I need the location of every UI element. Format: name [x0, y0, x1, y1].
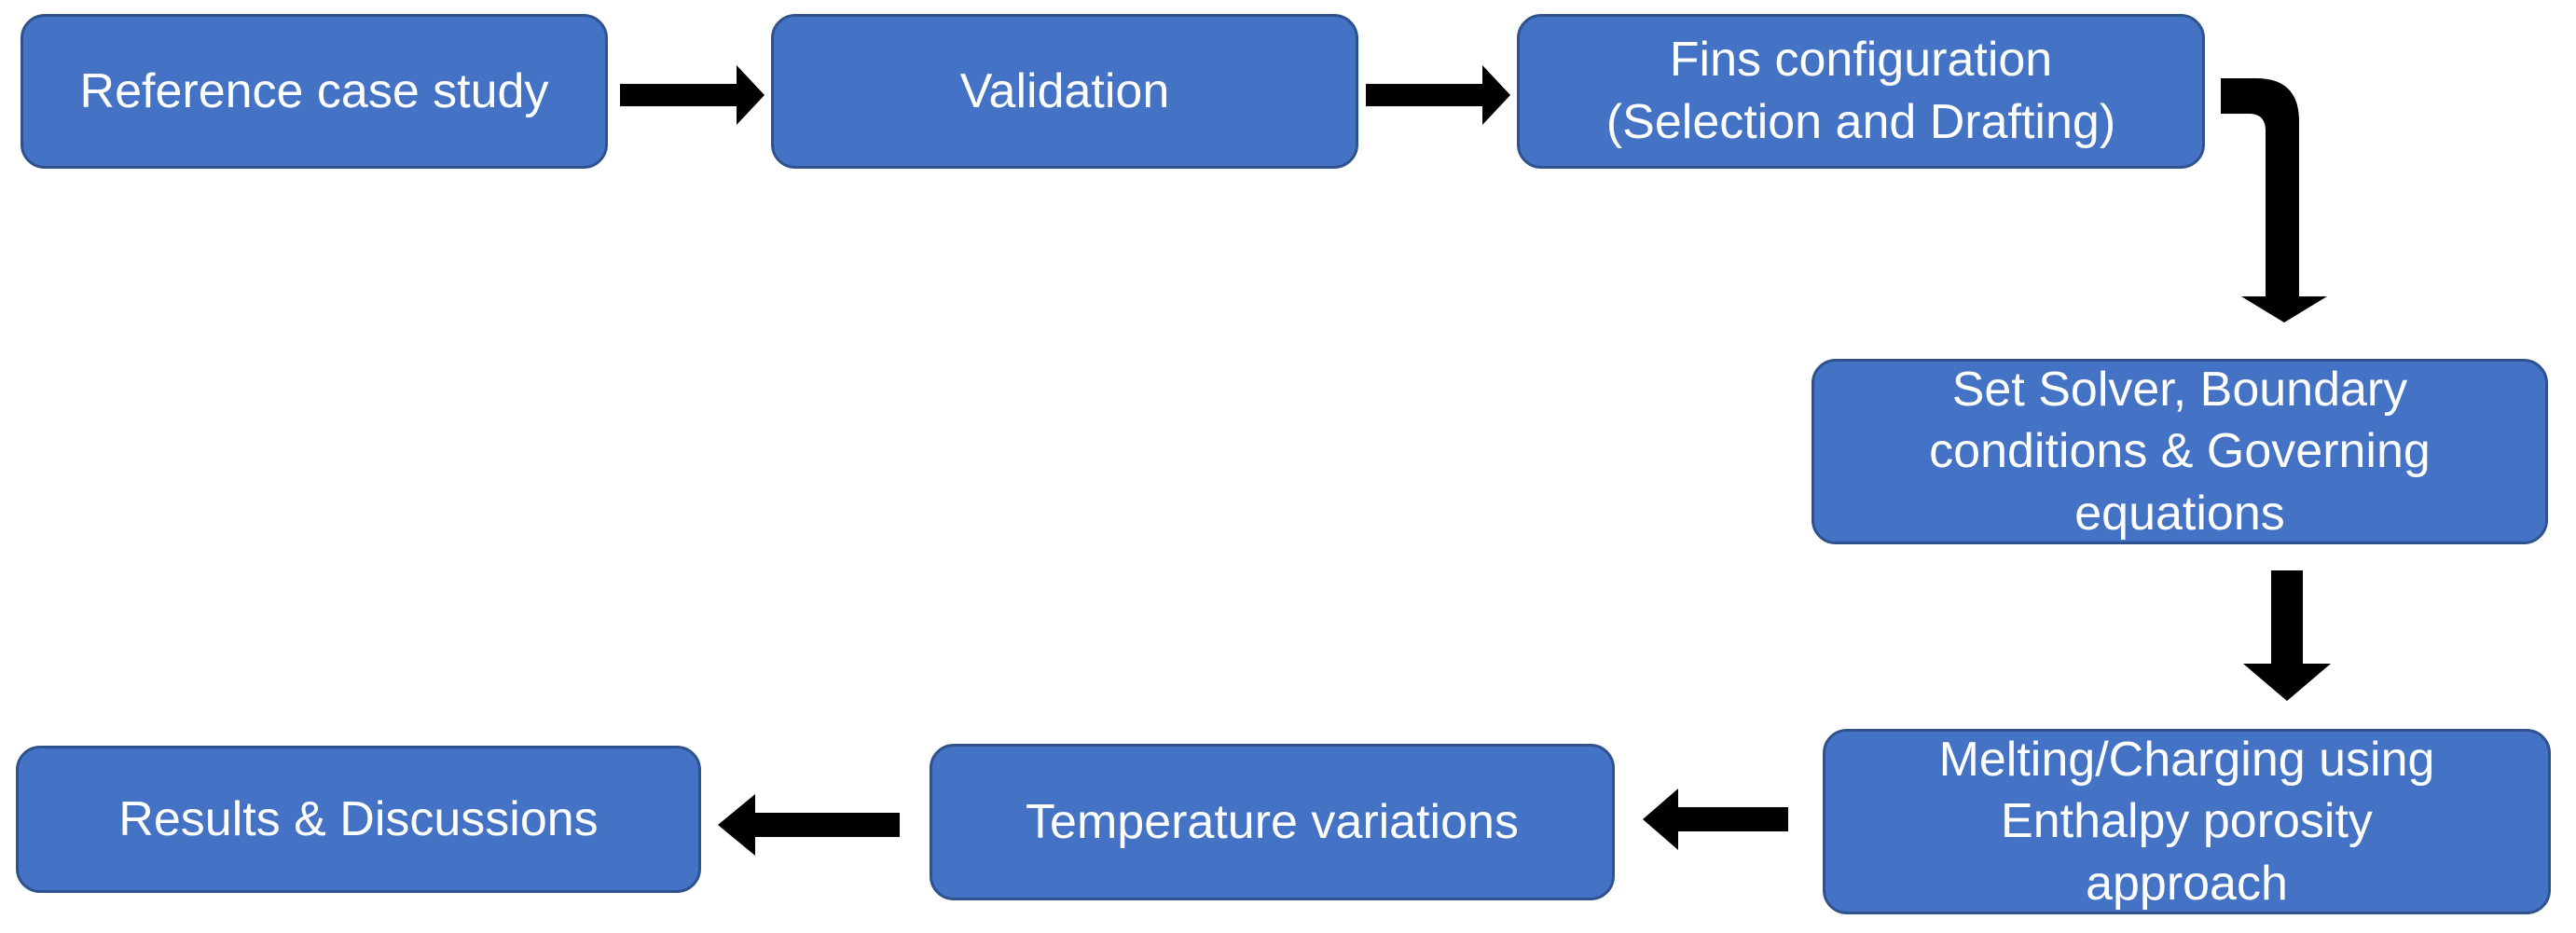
- step-temperature-variations: Temperature variations: [930, 744, 1615, 900]
- step-set-solver: Set Solver, Boundary conditions & Govern…: [1811, 359, 2548, 544]
- step-label: Results & Discussions: [118, 791, 599, 846]
- arrow-left: [1643, 789, 1788, 850]
- arrow-elbow-down: [2221, 78, 2327, 322]
- step-reference-case-study: Reference case study: [21, 14, 608, 169]
- step-label: Temperature variations: [1026, 794, 1519, 849]
- step-label: Reference case study: [79, 63, 549, 118]
- step-fins-configuration: Fins configuration (Selection and Drafti…: [1517, 14, 2205, 169]
- step-label: Melting/Charging using Enthalpy porosity…: [1938, 732, 2435, 911]
- arrow-down: [2243, 570, 2331, 701]
- step-label: Fins configuration (Selection and Drafti…: [1605, 33, 2116, 149]
- step-melting-charging: Melting/Charging using Enthalpy porosity…: [1823, 729, 2551, 914]
- step-results-discussions: Results & Discussions: [16, 746, 701, 893]
- arrow-left: [718, 794, 900, 856]
- arrow-right: [620, 65, 765, 125]
- step-label: Set Solver, Boundary conditions & Govern…: [1929, 362, 2431, 541]
- arrow-right: [1366, 65, 1510, 125]
- step-validation: Validation: [771, 14, 1358, 169]
- step-label: Validation: [959, 63, 1170, 118]
